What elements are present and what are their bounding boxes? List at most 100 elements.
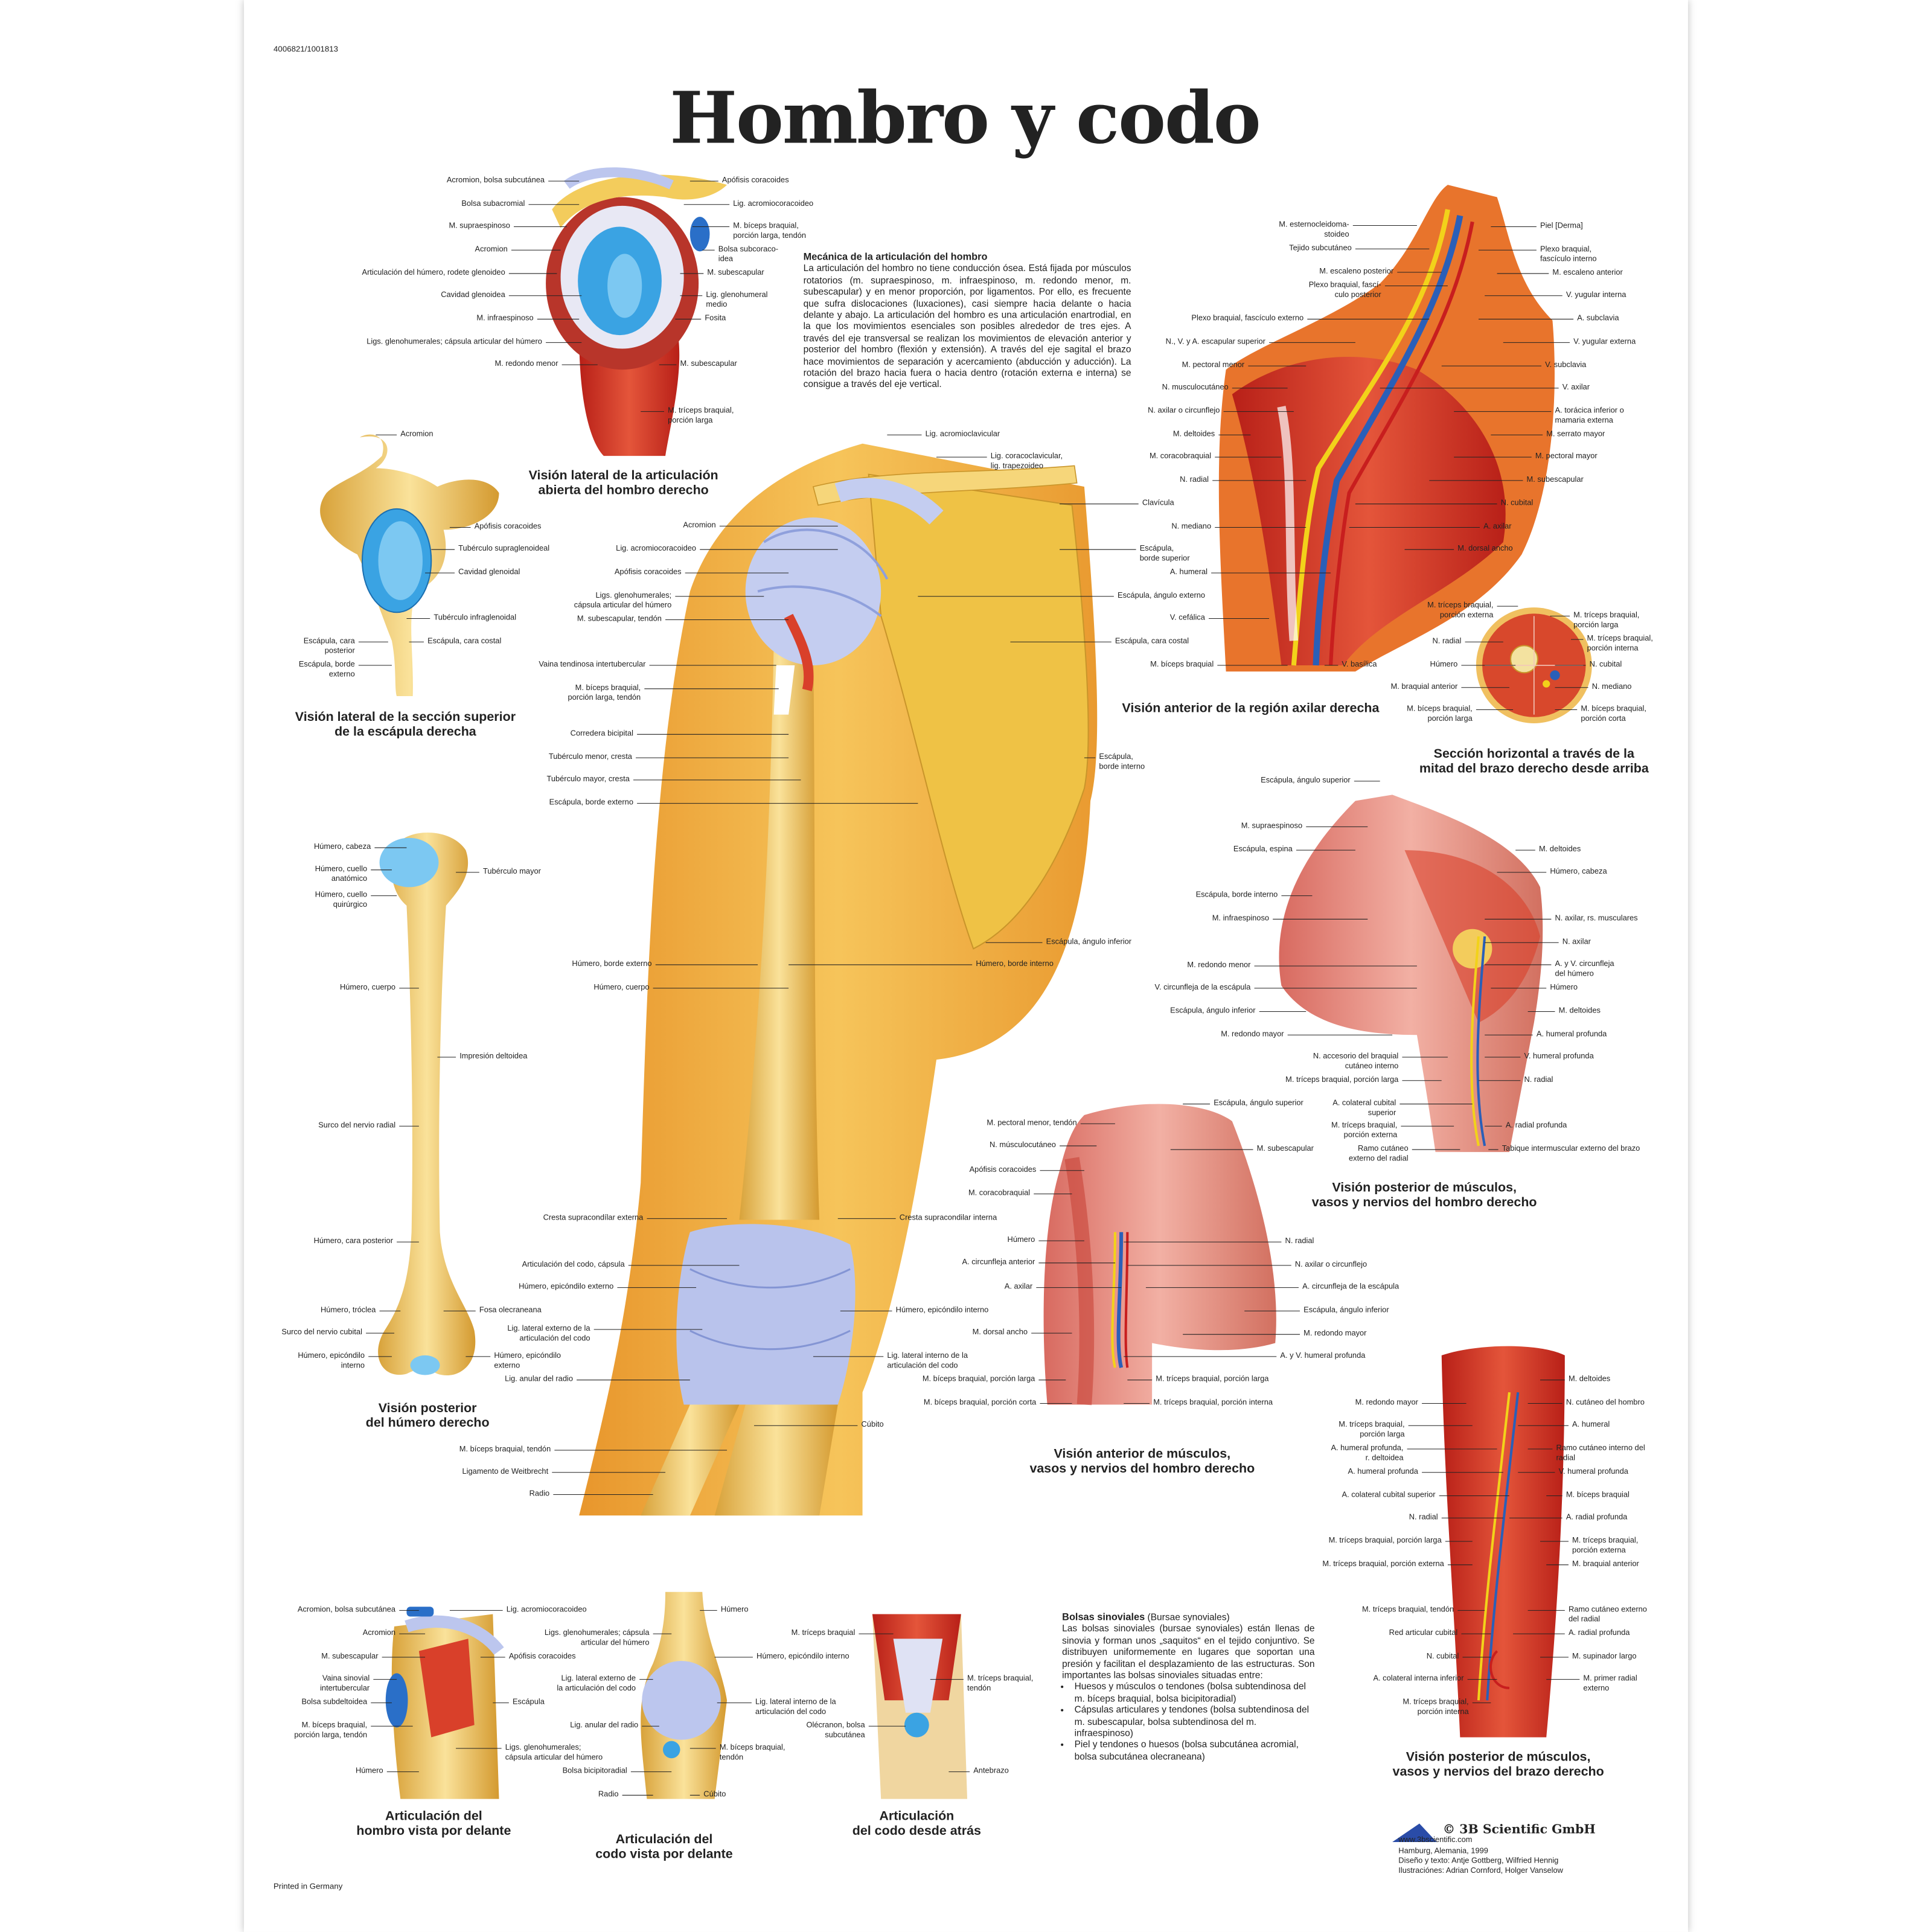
anatomy-label: Húmero [355,1767,383,1776]
anatomy-label: Escápula, ángulo inferior [1303,1306,1389,1315]
anatomy-label: M. deltoides [1172,430,1215,439]
anatomy-label: M. coracobraquial [1149,452,1212,461]
credits-illustrations: Ilustraciónes: Adrian Cornford, Holger V… [1398,1867,1563,1876]
anatomy-label: Acromion [683,521,716,530]
anatomy-label: N. radial [1285,1236,1314,1246]
anatomy-label: M. bíceps braquial, porción larga [1407,705,1473,723]
anatomy-label: A. colateral interna inferior [1373,1674,1464,1683]
anatomy-label: Ramo cutáneo interno del radial [1556,1444,1645,1463]
figure-humerus-posterior [378,833,476,1375]
figure-caption: Visión posterior del húmero derecho [365,1401,490,1431]
figure-caption: Articulación del hombro vista por delant… [356,1808,511,1838]
anatomy-label: Plexo braquial, fascículo externo [1191,314,1304,323]
anatomy-label: M. tríceps braquial, tendón [1361,1605,1454,1614]
anatomy-label: Húmero, cuello anatómico [315,865,368,884]
anatomy-label: Lig. acromiocoracoideo [506,1605,587,1614]
anatomy-label: A. radial profunda [1568,1628,1630,1638]
anatomy-label: Vaina tendinosa intertubercular [539,660,646,670]
anatomy-label: Apófisis coracoides [508,1652,576,1661]
anatomy-label: N. cubital [1500,499,1534,508]
anatomy-label: Húmero [1007,1235,1035,1245]
anatomy-label: M. serrato mayor [1546,430,1605,439]
anatomy-label: Corredera bicipital [570,729,633,738]
figure-shoulder-lateral-open [546,167,728,456]
anatomy-label: Escápula, ángulo superior [1214,1099,1303,1108]
anatomy-label: Lig. lateral externo de la articulación … [557,1674,636,1694]
anatomy-label: Fosita [705,314,726,323]
anatomy-label: M. redondo mayor [1355,1398,1418,1407]
anatomy-label: Escápula, ángulo externo [1118,591,1206,600]
anatomy-label: Vaina sinovial intertubercular [320,1674,370,1694]
anatomy-label: Acromion, bolsa subcutánea [446,176,545,185]
anatomy-label: Tubérculo mayor [482,867,541,877]
figure-elbow-joint-front [641,1591,728,1799]
anatomy-label: Radio [529,1489,550,1499]
anatomy-label: Plexo braquial, fascí- culo posterior [1308,281,1381,299]
anatomy-label: Escápula, borde externo [549,798,633,807]
anatomy-label: M. escaleno anterior [1552,268,1623,278]
anatomy-label: M. bíceps braquial, porción larga [922,1375,1035,1384]
figure-main-arm [579,443,1098,1516]
anatomy-label: N. mediano [1171,522,1212,531]
bursae-heading-latin: (Bursae synoviales) [1147,1611,1230,1623]
anatomy-label: Cresta supracondilar interna [899,1214,997,1223]
anatomy-label: M. subescapular, tendón [577,615,662,624]
anatomy-label: Acromion [475,245,508,254]
bursae-item: Huesos y músculos o tendones (bolsa subt… [1075,1681,1315,1704]
anatomy-label: A. colateral cubital superior [1332,1099,1396,1118]
anatomy-label: Húmero, cabeza [313,842,371,852]
anatomy-label: Tubérculo supraglenoideal [458,545,550,554]
figure-shoulder-posterior-muscles [1279,795,1543,1153]
anatomy-label: Acromion [400,430,433,439]
anatomy-label: M. deltoides [1558,1006,1601,1016]
anatomy-label: Lig. acromiocoracoideo [616,545,697,554]
anatomy-label: M. tríceps braquial, porción interna [1403,1698,1469,1716]
anatomy-label: M. tríceps braquial, porción externa [1427,601,1494,620]
anatomy-label: M. tríceps braquial, porción externa [1572,1536,1639,1555]
figure-axillary-anterior [1218,185,1555,672]
anatomy-label: Escápula, borde superior [1139,545,1190,563]
anatomy-label: A. humeral profunda [1536,1030,1607,1039]
anatomy-label: M. tríceps braquial, porción larga [1285,1075,1399,1084]
anatomy-label: A. circunfleja anterior [962,1258,1035,1267]
anatomy-label: M. tríceps braquial, porción externa [1322,1559,1444,1569]
anatomy-label: Lig. glenohumeral medio [706,290,768,310]
anatomy-label: Escápula, ángulo inferior [1046,938,1132,947]
anatomy-label: Ligamento de Weitbrecht [462,1467,549,1476]
anatomy-label: Acromion, bolsa subcutánea [297,1605,396,1614]
anatomy-label: Radio [598,1790,619,1799]
anatomy-label: M. bíceps braquial [1566,1491,1630,1500]
anatomy-label: M. coracobraquial [968,1189,1031,1198]
anatomy-label: Tabique intermuscular externo del brazo [1502,1144,1640,1154]
anatomy-label: Tubérculo mayor, cresta [546,775,630,784]
anatomy-label: Húmero, epicóndilo interno [756,1652,849,1661]
bursae-text: Bolsas sinoviales (Bursae synoviales) La… [1062,1611,1314,1762]
anatomy-label: N. axilar, rs. musculares [1555,914,1638,923]
anatomy-label: Ligs. glenohumerales; cápsula articular … [366,337,542,347]
credits-place: Hamburg, Alemania, 1999 [1398,1846,1488,1855]
anatomy-label: Articulación del codo, cápsula [522,1260,625,1270]
anatomy-label: Escápula, borde externo [298,660,355,679]
anatomy-label: A. subclavia [1577,314,1619,323]
anatomy-label: V. humeral profunda [1524,1052,1594,1061]
anatomy-label: V. basílica [1342,660,1377,670]
anatomy-label: M. braquial anterior [1390,682,1458,691]
anatomy-label: Ligs. glenohumerales; cápsula articular … [574,591,672,610]
bursae-item: Piel y tendones o huesos (bolsa subcután… [1075,1739,1315,1762]
anatomy-label: Lig. lateral interno de la articulación … [755,1698,836,1716]
anatomy-label: Cavidad glenoidea [441,290,505,299]
anatomy-label: Cavidad glenoidal [458,568,520,577]
figure-caption: Articulación del codo vista por delante [595,1832,733,1862]
anatomy-label: M. tríceps braquial, porción interna [1153,1398,1273,1407]
anatomy-label: Lig. lateral interno de la articulación … [887,1351,968,1371]
anatomy-label: Ramo cutáneo externo del radial [1349,1144,1409,1163]
company-url[interactable]: www.3bscientific.com [1398,1836,1473,1845]
anatomy-label: M. deltoides [1538,845,1581,854]
anatomy-label: A. humeral [1169,568,1208,577]
anatomy-label: M. subescapular [321,1652,379,1661]
anatomy-label: Húmero, cabeza [1550,867,1607,877]
anatomy-label: N. axilar [1562,938,1591,947]
anatomy-label: M. supinador largo [1572,1652,1637,1661]
anatomy-label: N. accesorio del braquial cutáneo intern… [1313,1052,1399,1071]
anatomy-label: V. subclavia [1545,360,1587,370]
